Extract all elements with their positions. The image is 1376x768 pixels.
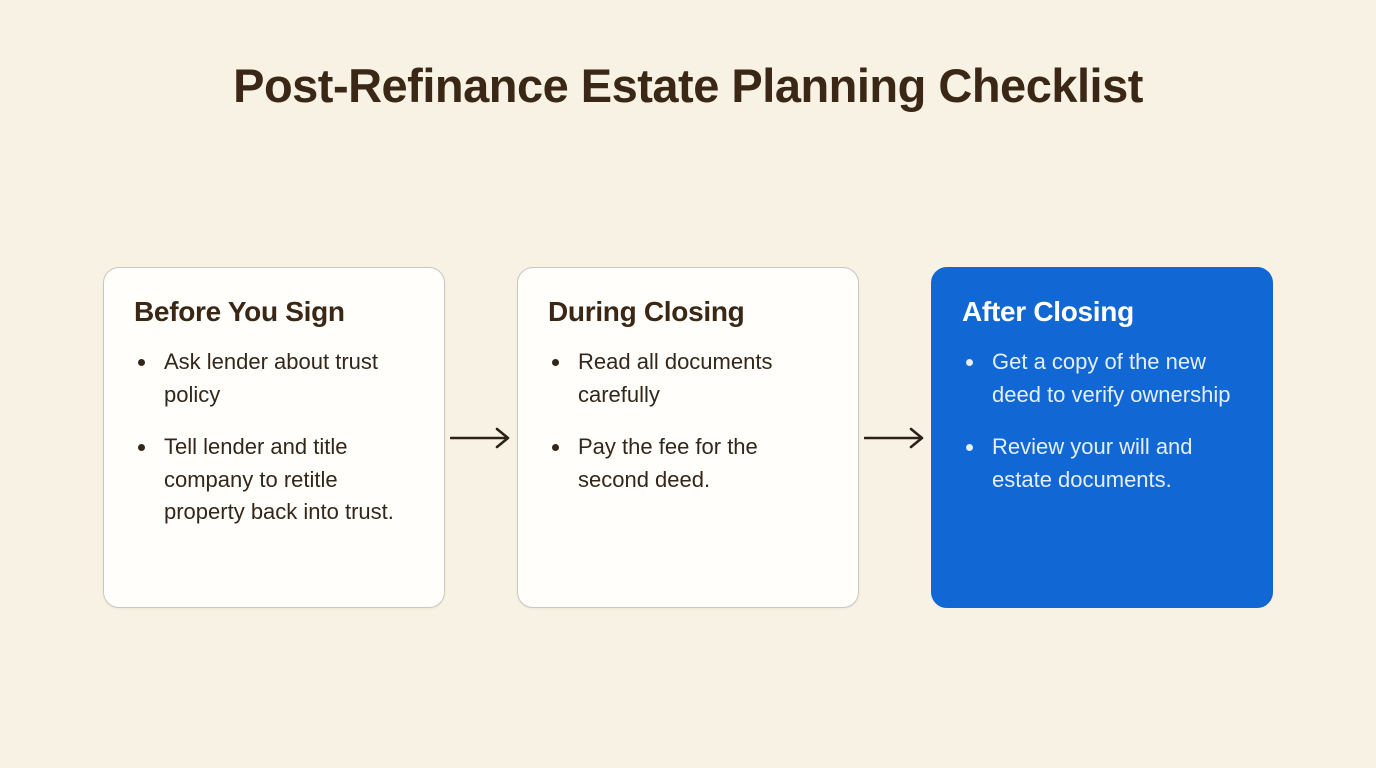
card-after-closing: After Closing Get a copy of the new deed… [931, 267, 1273, 608]
card-bullet-list: Read all documents carefully Pay the fee… [548, 346, 830, 496]
checklist-flow: Before You Sign Ask lender about trust p… [0, 267, 1376, 608]
card-during-closing: During Closing Read all documents carefu… [517, 267, 859, 608]
card-heading: After Closing [962, 296, 1134, 327]
bullet-item: Tell lender and title company to retitle… [158, 431, 416, 529]
arrow-right-icon [445, 267, 517, 608]
page-title: Post-Refinance Estate Planning Checklist [233, 59, 1143, 112]
arrow-right-icon [859, 267, 931, 608]
card-bullet-list: Get a copy of the new deed to verify own… [962, 346, 1244, 496]
bullet-item: Get a copy of the new deed to verify own… [986, 346, 1244, 411]
card-bullet-list: Ask lender about trust policy Tell lende… [134, 346, 416, 529]
card-heading: Before You Sign [134, 296, 345, 327]
card-before-you-sign: Before You Sign Ask lender about trust p… [103, 267, 445, 608]
bullet-item: Read all documents carefully [572, 346, 830, 411]
bullet-item: Ask lender about trust policy [158, 346, 416, 411]
bullet-item: Pay the fee for the second deed. [572, 431, 830, 496]
card-heading: During Closing [548, 296, 745, 327]
bullet-item: Review your will and estate documents. [986, 431, 1244, 496]
